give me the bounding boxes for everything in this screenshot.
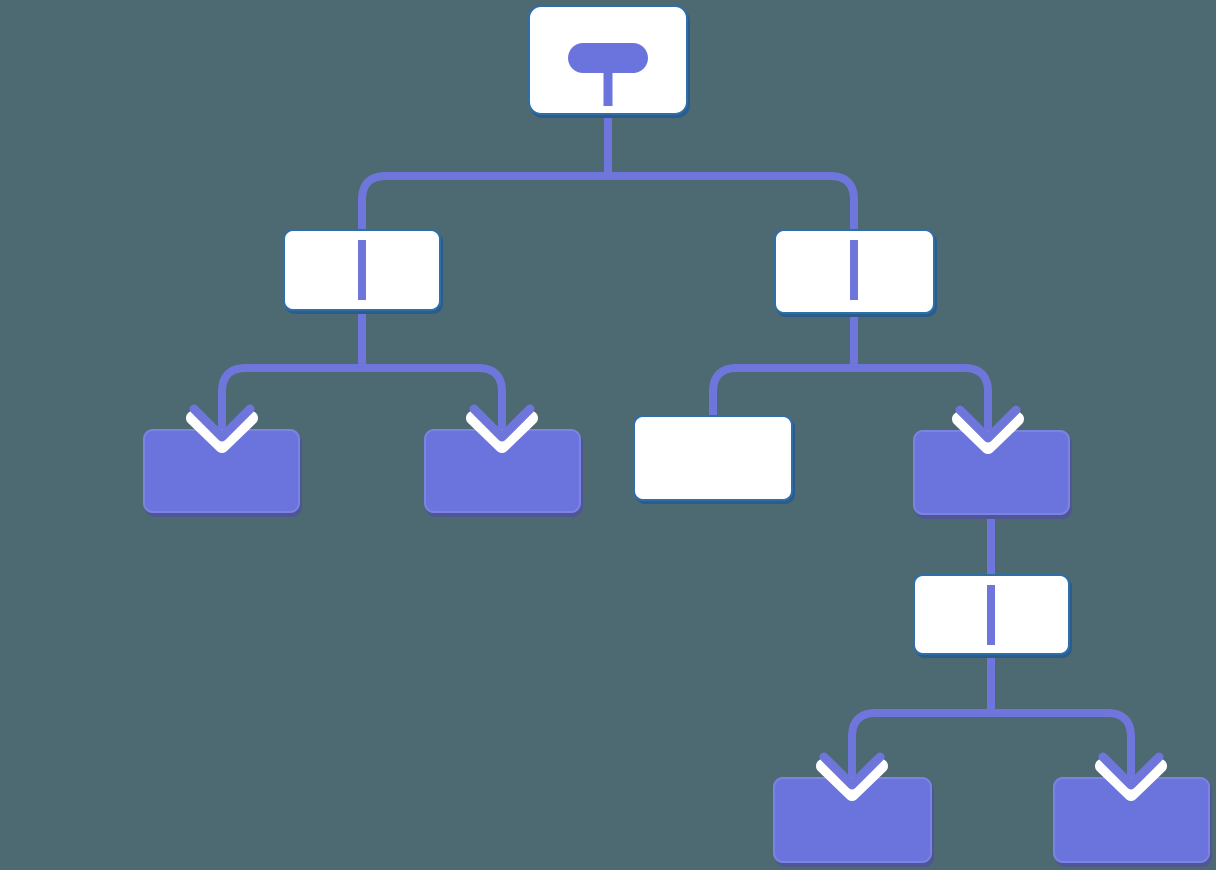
node-branch-left[interactable]	[283, 229, 441, 311]
node-branch-lower[interactable]	[913, 574, 1070, 655]
node-leaf-3[interactable]	[773, 777, 932, 863]
node-purple-mid[interactable]	[913, 430, 1070, 515]
edge-left-branch-bar	[218, 364, 506, 435]
node-leaf-2[interactable]	[424, 429, 581, 513]
node-plain-white[interactable]	[633, 415, 793, 501]
edge-bottom-branch-bar	[848, 709, 1135, 785]
node-root[interactable]	[528, 5, 688, 115]
node-leaf-4[interactable]	[1053, 777, 1210, 863]
node-leaf-1[interactable]	[143, 429, 300, 513]
node-branch-right[interactable]	[774, 229, 935, 314]
